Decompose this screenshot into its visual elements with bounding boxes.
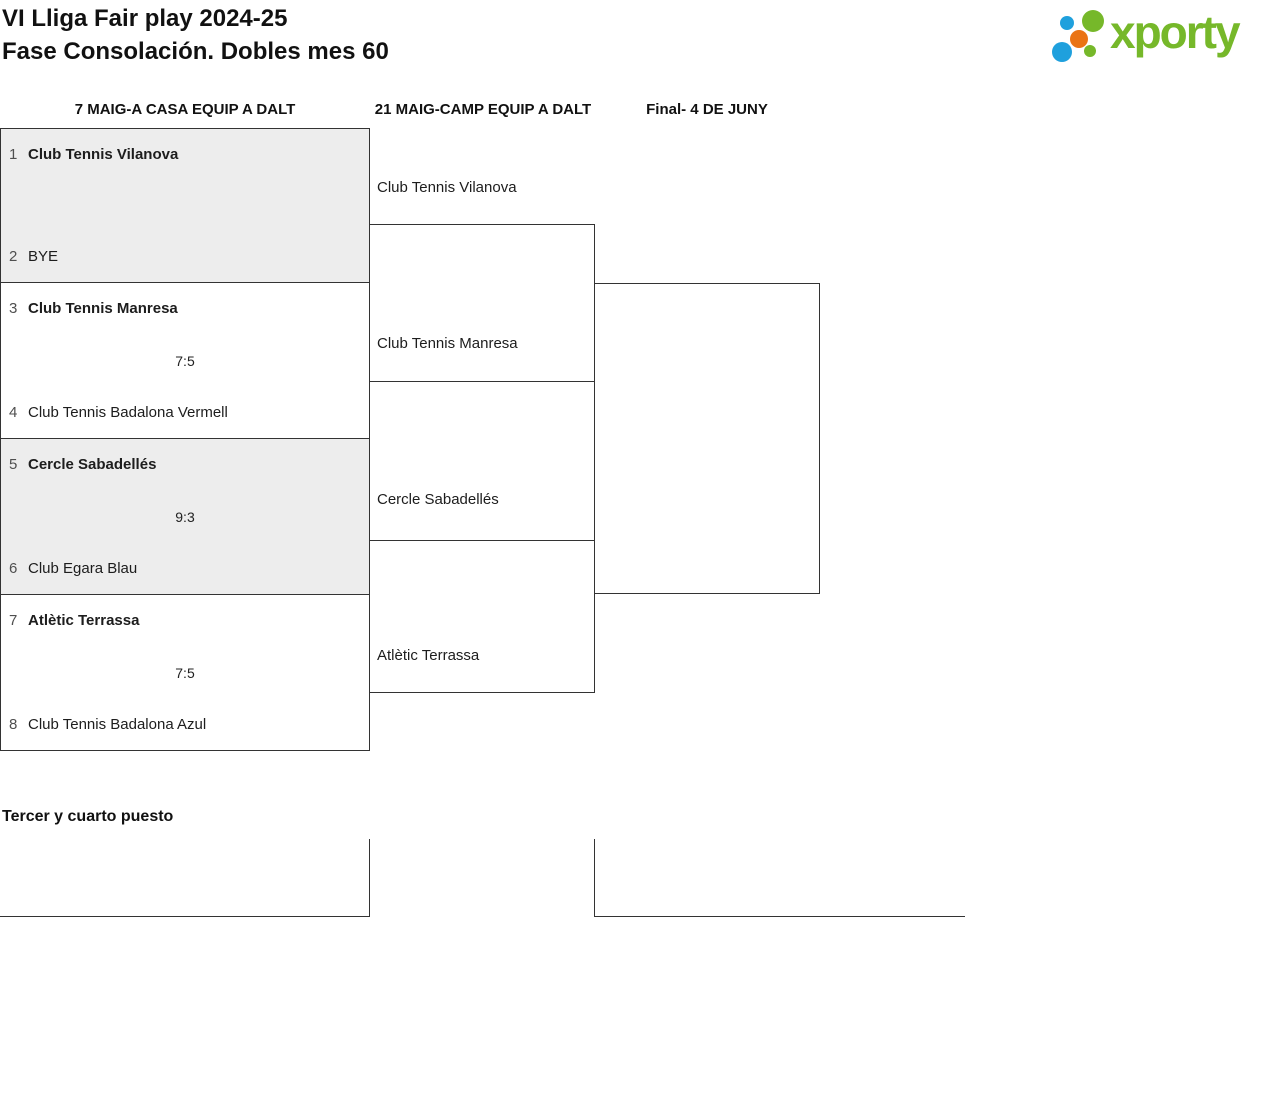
match-1-box[interactable]: 1 Club Tennis Vilanova 2 BYE [0,128,370,283]
team-name: Cercle Sabadellés [28,456,157,473]
logo-wordmark: xporty [1110,6,1241,58]
match-3-box[interactable]: 5 Cercle Sabadellés 9:3 6 Club Egara Blau [0,438,370,595]
connector-line [594,593,820,594]
team-name: BYE [28,248,59,265]
logo-dot-icon [1060,16,1074,30]
semifinal-team-label: Club Tennis Vilanova [377,179,517,196]
third-place-connector-line [594,839,595,917]
seed-number: 3 [9,300,18,317]
third-place-heading: Tercer y cuarto puesto [2,808,174,825]
seed-number: 2 [9,248,18,265]
connector-line [370,540,594,541]
final-column-header: Final- 4 DE JUNY [646,101,768,118]
team-slot: 2 BYE [9,247,361,267]
connector-line [370,224,594,225]
xporty-logo[interactable]: xporty [1048,2,1280,78]
tournament-title: VI Lliga Fair play 2024-25 [2,5,288,32]
seed-number: 7 [9,612,18,629]
connector-line [594,283,820,284]
connector-line [819,283,820,594]
third-place-connector-line [369,839,370,917]
connector-line [370,381,594,382]
round1-column-header: 7 MAIG-A CASA EQUIP A DALT [74,101,296,118]
team-slot: 1 Club Tennis Vilanova [9,145,361,165]
team-name: Club Tennis Vilanova [28,146,179,163]
semifinal-team-label: Cercle Sabadellés [377,491,499,508]
logo-dot-icon [1084,45,1096,57]
seed-number: 1 [9,146,18,163]
seed-number: 8 [9,716,18,733]
match-score: 7:5 [175,352,195,369]
team-slot: 5 Cercle Sabadellés [9,455,361,475]
third-place-slot-line [0,916,370,917]
phase-subtitle: Fase Consolación. Dobles mes 60 [2,38,389,65]
match-score: 9:3 [175,508,195,525]
semifinal-team-label: Atlètic Terrassa [377,647,480,664]
seed-number: 6 [9,560,18,577]
semifinal-team-label: Club Tennis Manresa [377,335,518,352]
logo-dot-icon [1070,30,1088,48]
team-slot: 6 Club Egara Blau [9,559,361,579]
match-score: 7:5 [175,664,195,681]
match-4-box[interactable]: 7 Atlètic Terrassa 7:5 8 Club Tennis Badal… [0,594,370,751]
team-name: Club Egara Blau [28,560,138,577]
seed-number: 5 [9,456,18,473]
team-name: Club Tennis Manresa [28,300,178,317]
round2-column-header: 21 MAIG-CAMP EQUIP A DALT [374,101,592,118]
team-name: Atlètic Terrassa [28,612,140,629]
team-slot: 8 Club Tennis Badalona Azul [9,715,361,735]
third-place-slot-line [594,916,965,917]
connector-line [370,692,594,693]
seed-number: 4 [9,404,18,421]
page-title: VI Lliga Fair play 2024-25 Fase Consolac… [2,2,389,68]
team-slot: 4 Club Tennis Badalona Vermell [9,403,361,423]
team-slot: 3 Club Tennis Manresa [9,299,361,319]
connector-line [594,224,595,693]
team-name: Club Tennis Badalona Azul [28,716,207,733]
match-2-box[interactable]: 3 Club Tennis Manresa 7:5 4 Club Tennis Ba… [0,282,370,439]
team-name: Club Tennis Badalona Vermell [28,404,228,421]
logo-dot-icon [1052,42,1072,62]
team-slot: 7 Atlètic Terrassa [9,611,361,631]
logo-dot-icon [1082,10,1104,32]
